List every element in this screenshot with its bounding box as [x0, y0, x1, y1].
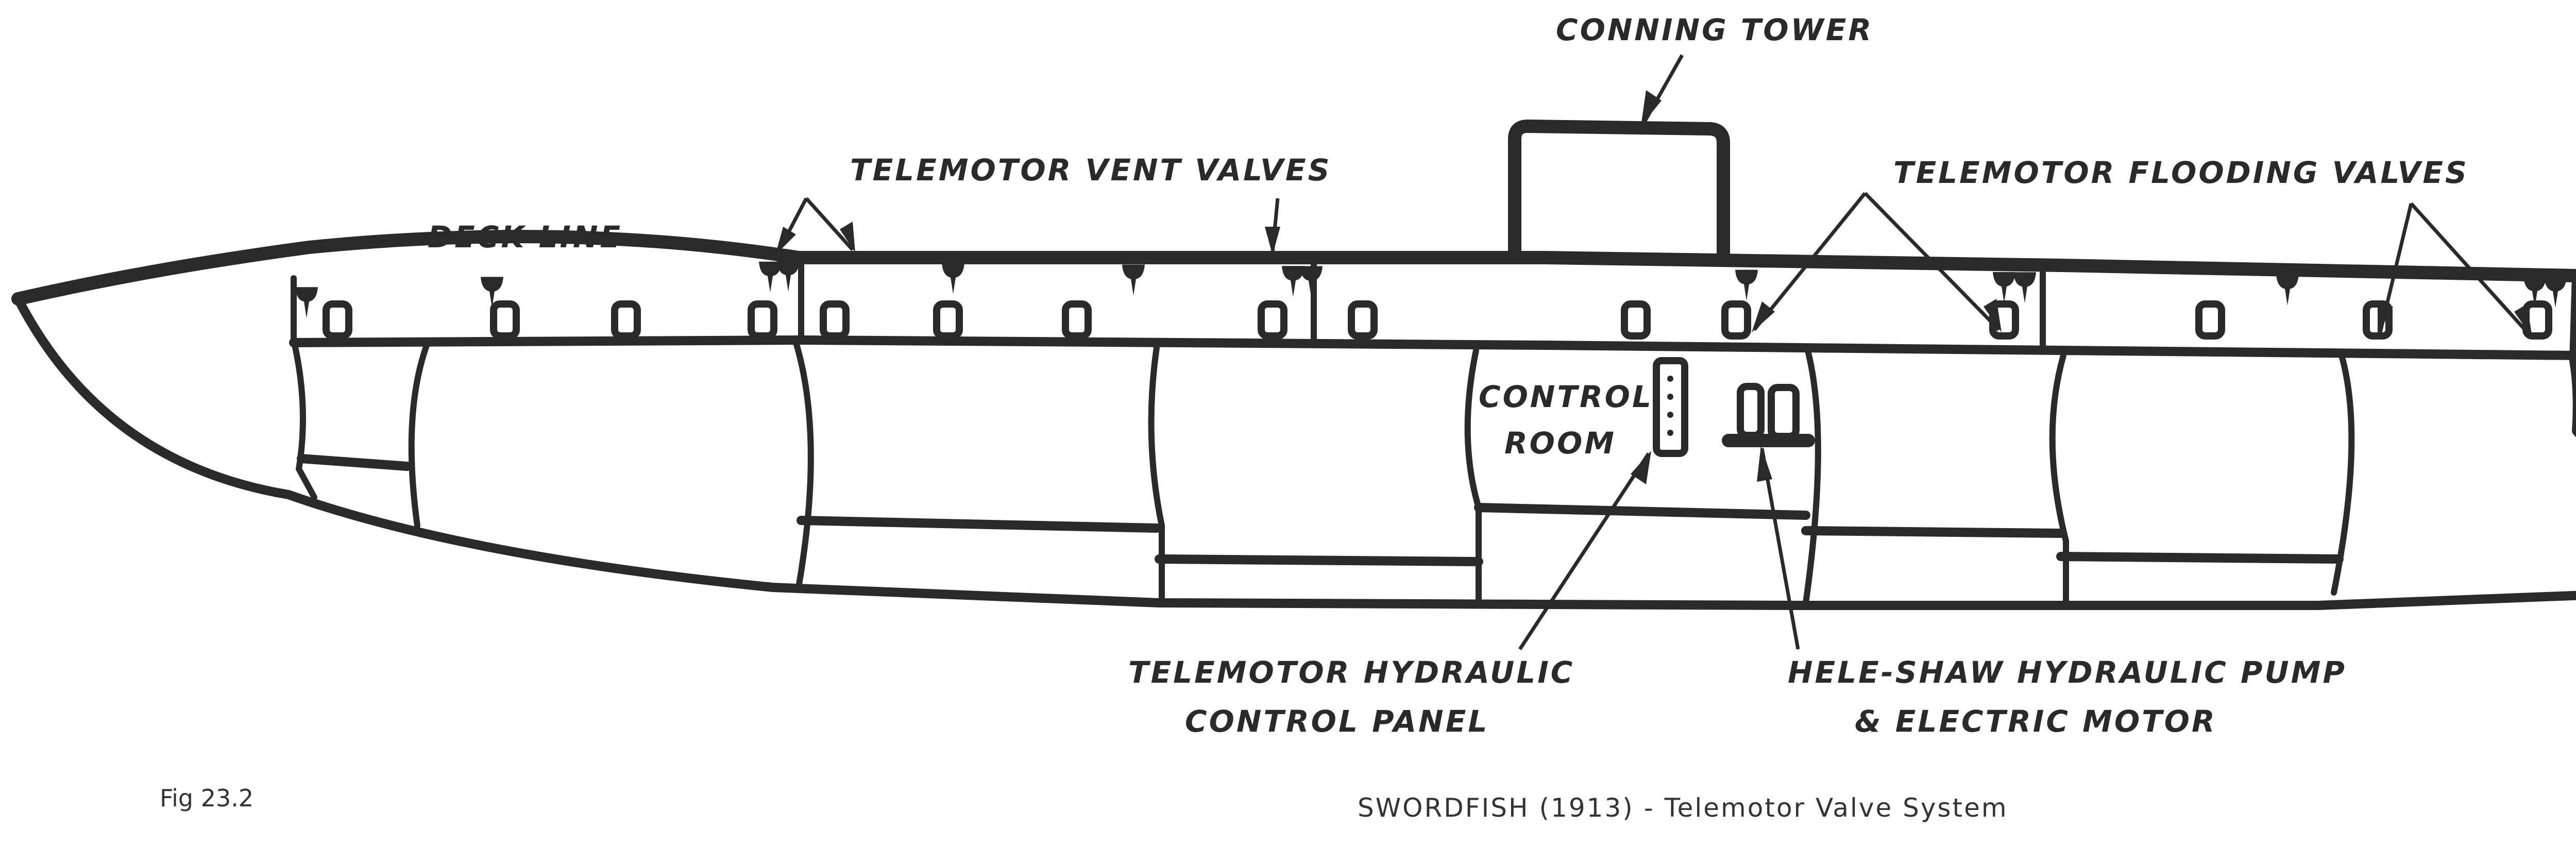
control-panel-label-2: CONTROL PANEL	[1185, 704, 1489, 739]
flooding-valve-icon	[2195, 300, 2225, 340]
control-room-label-2: ROOM	[1504, 426, 1616, 461]
tank-floor-3	[1155, 554, 1483, 566]
tank-floor-6	[2056, 552, 2344, 564]
vent-valve-icon	[942, 263, 964, 294]
flooding-valve-icon	[933, 300, 963, 340]
flooding-valve-icon	[323, 300, 352, 340]
flooding-valve-icon	[748, 300, 777, 340]
vent-valve-icon	[1282, 266, 1304, 297]
flooding-valve-icon	[611, 300, 641, 340]
leader-control-panel	[1518, 451, 1651, 650]
hele-shaw-pump-icon	[1722, 383, 1815, 447]
control-panel-label-1: TELEMOTOR HYDRAULIC	[1128, 655, 1574, 690]
vent-valves-label: TELEMOTOR VENT VALVES	[850, 153, 1331, 188]
vent-valve-icon	[1735, 269, 1758, 301]
vent-valve-icon	[2276, 274, 2299, 306]
vent-valve-icon	[2013, 272, 2036, 303]
vent-valves	[295, 260, 2567, 318]
tank-floor-4	[1474, 503, 1810, 520]
internal-deck	[289, 335, 2576, 360]
flooding-valve-icon	[1621, 300, 1651, 340]
bulkhead-3	[793, 340, 814, 590]
control-room-label-1: CONTROL	[1479, 379, 1653, 414]
figure-number: Fig 23.2	[160, 784, 253, 812]
flooding-valve-icon	[1348, 300, 1378, 340]
flooding-valve-icon	[820, 300, 850, 340]
tank-floor-1	[297, 454, 412, 471]
vent-valve-icon	[777, 260, 800, 292]
vent-valve-icon	[2544, 276, 2567, 308]
flooding-valves	[323, 300, 2552, 340]
vent-valve-icon	[1122, 264, 1145, 296]
vent-valve-icon	[295, 287, 318, 318]
pump-label-1: HELE-SHAW HYDRAULIC PUMP	[1788, 655, 2347, 690]
keel-line	[13, 294, 2576, 610]
leader-pump	[1757, 446, 1800, 650]
flooding-valves-label: TELEMOTOR FLOODING VALVES	[1893, 155, 2469, 190]
leader-vent-valves	[775, 197, 1280, 255]
deck-line-label: DECK LINE	[428, 219, 622, 255]
bulkhead-7	[2049, 352, 2069, 609]
leader-flooding-valves	[1752, 192, 2532, 337]
pump-label-2: & ELECTRIC MOTOR	[1855, 704, 2217, 739]
flooding-valve-icon	[490, 300, 520, 340]
vent-valve-icon	[481, 277, 503, 308]
vent-valve-icon	[759, 261, 782, 293]
flooding-valve-icon	[1721, 300, 1751, 340]
bulkhead-4	[1148, 345, 1165, 606]
flooding-valve-icon	[1258, 300, 1287, 340]
bulkhead-8	[2331, 352, 2355, 596]
tank-floor-5	[1801, 526, 2065, 538]
flooding-valve-icon	[1062, 300, 1092, 340]
bulkhead-6	[1803, 350, 1821, 606]
vent-valve-icon	[1993, 272, 2015, 303]
deck-line	[11, 230, 2576, 306]
telemotor-control-panel	[1653, 357, 1688, 457]
conning-tower-label: CONNING TOWER	[1556, 12, 1873, 47]
bulkhead-5	[1464, 347, 1482, 609]
leader-conning-tower	[1641, 54, 1684, 126]
vent-valve-icon	[2523, 276, 2546, 308]
bulkhead-2	[408, 340, 431, 529]
vent-valve-icon	[1300, 266, 1323, 297]
conning-tower	[1508, 120, 1730, 267]
figure-caption: SWORDFISH (1913) - Telemotor Valve Syste…	[1358, 793, 2008, 823]
tank-floor-2	[796, 516, 1161, 533]
bulkhead-1	[291, 337, 317, 500]
